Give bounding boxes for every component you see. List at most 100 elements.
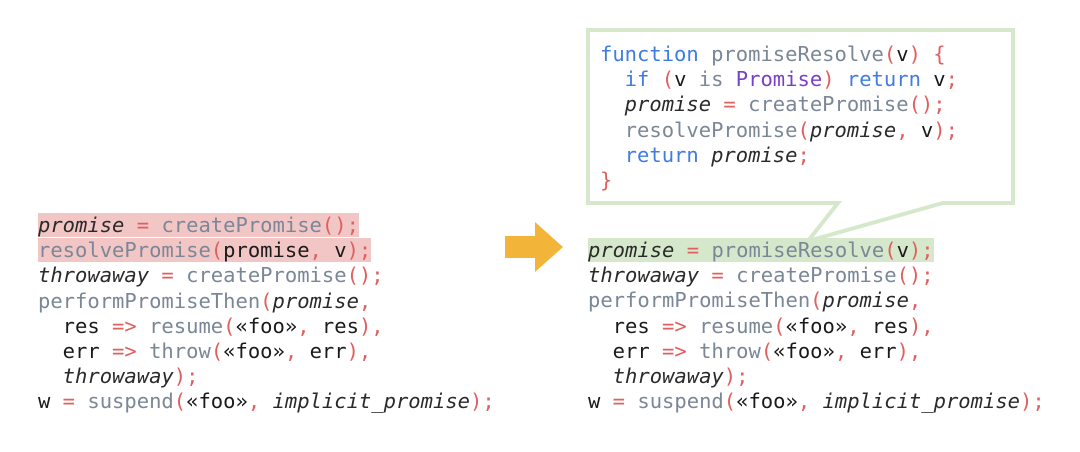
callout-code-line: return promise; [600, 143, 958, 168]
code-token: ( [723, 389, 737, 414]
left-code-line: w = suspend(«foo», implicit_promise); [38, 389, 495, 414]
code-token: throwaway [38, 364, 174, 389]
code-token: v [896, 238, 909, 262]
code-token: v [674, 67, 687, 92]
code-token: resolvePromise [600, 117, 798, 142]
code-token: ( [773, 313, 786, 338]
code-token: ) [822, 67, 847, 92]
code-token: ), [896, 338, 922, 363]
code-token: , [896, 117, 921, 142]
code-token: ( [260, 288, 273, 313]
code-token: resolvePromise [38, 238, 211, 263]
code-token: ), [358, 313, 384, 338]
left-code-line: throwaway = createPromise(); [38, 263, 495, 288]
code-token: is [686, 67, 736, 92]
callout-code-line: resolvePromise(promise, v); [600, 118, 958, 143]
original-code: promise = createPromise();resolvePromise… [38, 213, 495, 415]
code-token: v [896, 42, 909, 66]
code-token: = [149, 263, 187, 288]
code-token: ), [346, 338, 372, 363]
left-code-line: res => resume(«foo», res), [38, 314, 495, 339]
code-token: = [699, 263, 737, 288]
code-token: throw [699, 338, 761, 363]
code-token: ( [760, 338, 774, 363]
code-token: , [797, 389, 823, 414]
code-token: ); [1020, 389, 1045, 414]
code-token: , [297, 313, 322, 338]
code-token: resume [699, 313, 774, 338]
left-code-line: throwaway); [38, 364, 495, 389]
code-token: ); [173, 364, 199, 389]
code-token: ( [661, 67, 675, 92]
left-code-line: err => throw(«foo», err), [38, 339, 495, 364]
callout-code-line: function promiseResolve(v) { [600, 42, 958, 67]
code-token: throwaway [588, 363, 724, 388]
code-token: v [920, 117, 934, 142]
code-token: performPromiseThen [588, 288, 811, 313]
code-token: throwaway [588, 263, 700, 288]
code-token: «foo» [736, 389, 798, 414]
code-token: «foo» [223, 338, 285, 363]
code-token: ); [470, 389, 495, 414]
code-token: promise [588, 238, 675, 262]
left-code-line: performPromiseThen(promise, [38, 289, 495, 314]
code-token: = [674, 238, 712, 262]
code-token: w [38, 389, 51, 414]
code-token: err [859, 338, 897, 363]
code-token: v [334, 238, 347, 263]
code-token: throw [149, 338, 211, 363]
code-token: ; [797, 142, 810, 167]
code-token: createPromise [161, 213, 322, 237]
code-token: = [50, 389, 88, 414]
callout-code-line: promise = createPromise(); [600, 92, 958, 117]
code-token: , [309, 238, 335, 263]
code-token: createPromise [186, 263, 347, 288]
right-code-line: throwaway); [588, 364, 1045, 389]
code-token: ( [797, 117, 810, 142]
code-token: v [933, 67, 946, 92]
left-code-line: resolvePromise(promise, v); [38, 238, 495, 263]
right-code-line: res => resume(«foo», res), [588, 314, 1045, 339]
code-token: ) { [908, 42, 946, 66]
code-token: return [600, 142, 712, 167]
right-arrow-icon [505, 222, 563, 272]
callout-bubble-outline [586, 28, 1015, 245]
code-token: = [124, 213, 162, 237]
callout-code-line: if (v is Promise) return v; [600, 67, 958, 92]
code-token: suspend [87, 389, 174, 414]
code-token: «foo» [785, 313, 848, 338]
code-token: implicit_promise [272, 389, 471, 414]
code-token: promise [711, 142, 798, 167]
code-token: = [711, 92, 749, 117]
code-token: ; [945, 67, 958, 92]
code-token: return [846, 67, 934, 92]
code-token: performPromiseThen [38, 288, 261, 313]
code-token: ( [810, 288, 823, 313]
code-token: , [847, 313, 872, 338]
code-token: promise [223, 238, 310, 263]
code-token: w [588, 389, 601, 414]
code-token: ); [908, 238, 934, 262]
code-token: promise [809, 117, 897, 142]
code-token: = [600, 389, 638, 414]
code-token: ); [346, 238, 372, 263]
right-code-line: w = suspend(«foo», implicit_promise); [588, 389, 1045, 414]
code-token: err [588, 338, 650, 363]
code-token: ( [210, 238, 224, 263]
right-code-line: throwaway = createPromise(); [588, 263, 1045, 288]
code-token: , [358, 288, 372, 313]
code-token: if [600, 67, 662, 92]
code-token: promise [38, 213, 125, 237]
code-token: res [588, 313, 650, 338]
code-token: promise [600, 92, 712, 117]
code-token: , [834, 338, 860, 363]
code-token: ( [173, 389, 187, 414]
code-token: promise [822, 288, 909, 313]
code-token: => [99, 313, 150, 338]
code-token: suspend [637, 389, 724, 414]
code-token: res [321, 313, 359, 338]
code-token: ( [223, 313, 236, 338]
code-token: implicit_promise [822, 389, 1021, 414]
right-code-line: promise = promiseResolve(v); [588, 238, 1045, 263]
code-token: promiseResolve [711, 42, 884, 66]
